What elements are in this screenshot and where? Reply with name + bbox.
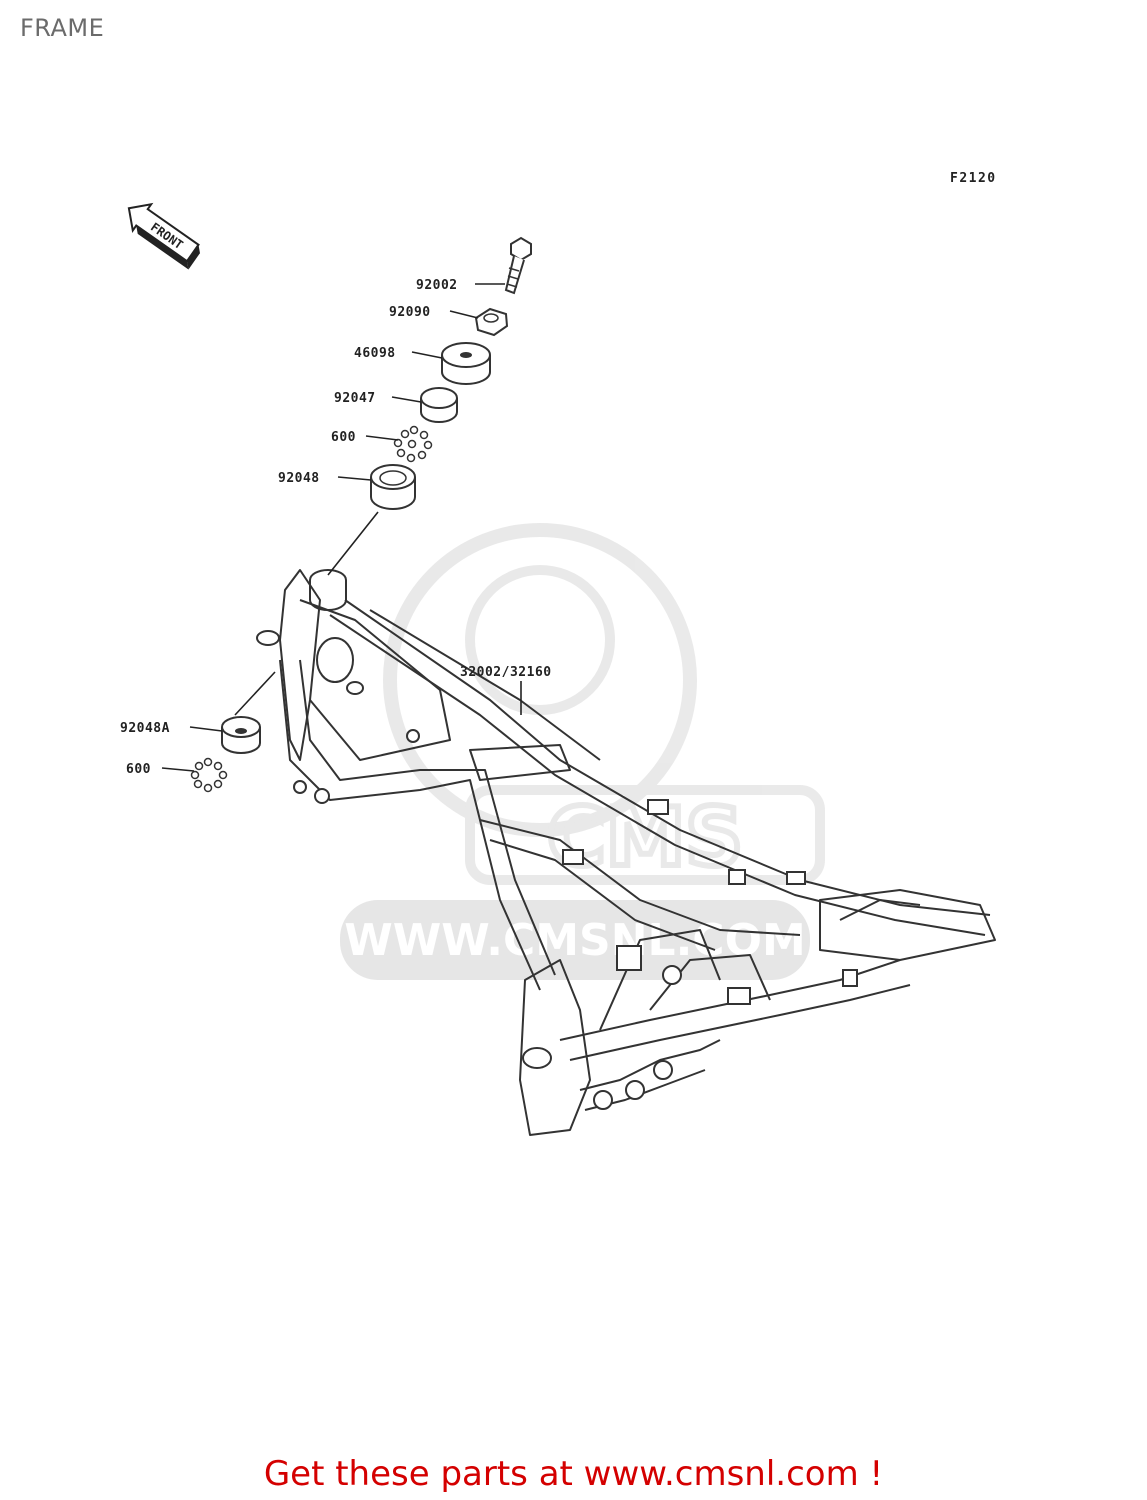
callout-92048: 92048 <box>278 471 320 486</box>
steel-balls-600b <box>190 757 228 793</box>
callout-92002: 92002 <box>416 278 458 293</box>
callout-92047: 92047 <box>334 391 376 406</box>
callout-46098: 46098 <box>354 346 396 361</box>
callout-32002-32160: 32002/32160 <box>460 665 552 680</box>
bolt-92002 <box>504 236 532 295</box>
callout-600a: 600 <box>331 430 356 445</box>
spacer-46098 <box>441 342 491 385</box>
get-parts-link[interactable]: Get these parts at www.cmsnl.com ! <box>263 1454 884 1494</box>
watermark-url: WWW.CMSNL.COM <box>344 915 806 966</box>
callout-92048A: 92048A <box>120 721 170 736</box>
watermark-logo-text: CMS <box>547 791 743 884</box>
nut-92090 <box>474 307 509 337</box>
frame-32002 <box>256 569 996 1136</box>
page-title: FRAME <box>20 14 105 42</box>
front-arrow-icon: FRONT <box>127 202 200 270</box>
callout-600b: 600 <box>126 762 151 777</box>
watermark: CMS WWW.CMSNL.COM <box>340 523 825 980</box>
diagram-code: F2120 <box>950 171 997 186</box>
race-92048 <box>370 464 416 510</box>
callout-92090: 92090 <box>389 305 431 320</box>
race-92048A <box>221 716 261 754</box>
steel-balls-600a <box>393 425 433 463</box>
leader-lines <box>161 283 522 772</box>
seal-92047 <box>420 387 458 423</box>
